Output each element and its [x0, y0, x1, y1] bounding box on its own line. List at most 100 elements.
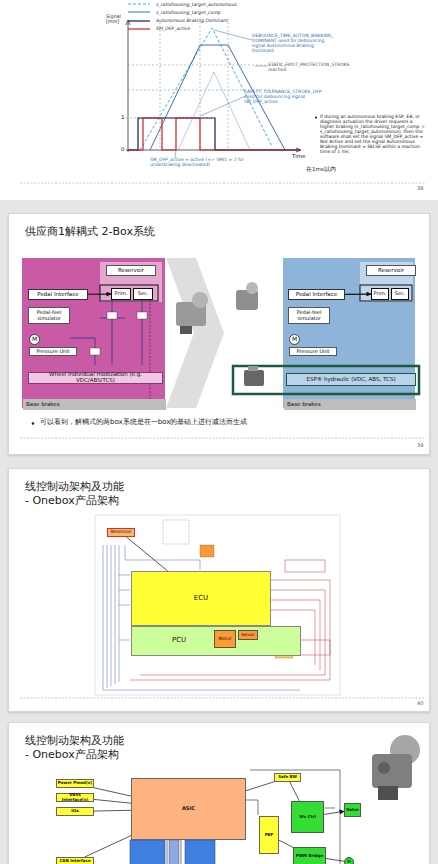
memory-block [130, 840, 165, 864]
node-text: Pedal-feel simulator [29, 310, 69, 321]
connector [324, 811, 344, 814]
device-photo [180, 326, 192, 334]
legend-sample [128, 20, 150, 21]
node-text: Pressure Unit [36, 349, 69, 354]
left-panel [22, 258, 165, 408]
slide-background [8, 213, 430, 455]
slide-title: - Onebox产品架构 [25, 494, 413, 508]
bullet-text: 可以看到，解耦式的两box系统是在一box的基础上进行减法而生成 [40, 419, 400, 427]
note-text: If during an autonomous braking ESP, EB,… [320, 114, 426, 154]
footer-rule [20, 183, 425, 698]
page-number: 39 [417, 443, 433, 449]
chamber-box: Sec. [391, 288, 409, 300]
node-text: Power Pmod(x) [58, 781, 92, 785]
base-brakes-band: Base brakes [23, 399, 166, 410]
slide-background [8, 468, 430, 712]
legend-row: SM_DFP_active [128, 26, 190, 32]
legend-row: Autonomous Braking Dominant [128, 18, 228, 24]
transition-chevron [166, 258, 224, 408]
circle-outline [345, 858, 354, 864]
interface-box: IOs [56, 807, 94, 816]
connector [326, 859, 344, 862]
motor-circle: M [344, 857, 354, 864]
connector [94, 788, 131, 796]
block-wire [181, 840, 182, 864]
slide-card: 线控制动架构及功能- Onebox产品架构Power Pmod(x)VBSS I… [8, 722, 430, 864]
annotation: STATIC_FOOT_PROTECTION_STROKE reached [268, 62, 368, 72]
leader-line [175, 150, 176, 158]
ecu-box: ECU [131, 571, 271, 626]
block-wire [167, 840, 168, 864]
page-number: 38 [417, 186, 433, 192]
node-text: Motor [218, 637, 231, 642]
legend-text: s_ratiohousing_target_comp [156, 10, 221, 15]
node-text: PBF [265, 833, 274, 837]
footer-rule [20, 698, 425, 699]
node-text: Pedal Interface [37, 292, 78, 298]
chart-axes [128, 22, 129, 152]
leader-line [200, 96, 246, 116]
node-text: Wheel individual modulation (e.g. VDC/AB… [29, 372, 162, 384]
legend-sample [128, 28, 150, 29]
interface-box: Power Pmod(x) [56, 779, 94, 788]
node-text: Base brakes [26, 402, 60, 408]
legend-sample [128, 1, 152, 7]
chamber-box: Sec. [133, 288, 153, 300]
connector [290, 782, 300, 801]
schematic-part [200, 545, 214, 557]
interface-box: VBSS Interface(x) [56, 793, 94, 802]
schematic-wire [119, 640, 130, 641]
connector [94, 799, 131, 803]
block-wire [250, 770, 340, 864]
legend-sample [128, 18, 152, 24]
connector [279, 840, 293, 847]
schematic-frame [95, 515, 340, 695]
reservoir-box: Reservoir [366, 265, 416, 276]
schematic-wire [285, 560, 325, 572]
hydraulic-line [142, 300, 143, 365]
node-text: Sec. [395, 291, 406, 296]
left-panel [22, 258, 165, 408]
node-text: Safe BW [278, 775, 297, 779]
axis-tick: 1 [121, 114, 129, 120]
schematic-wire [119, 605, 130, 606]
simulator-box: Pedal-feel simulator [288, 307, 330, 324]
device-photo [192, 292, 208, 308]
slide-title: 线控制动架构及功能 [25, 734, 413, 748]
node-text: M [292, 336, 297, 342]
node-text: Reservoir [110, 530, 131, 535]
connector [126, 537, 167, 571]
node-text: Prim. [374, 291, 387, 296]
node-text: VBSS Interface(x) [57, 793, 93, 801]
legend-sample [128, 26, 152, 32]
axis-tick: 0 [121, 146, 129, 152]
schematic-wire [111, 545, 112, 686]
schematic-wire [119, 590, 130, 591]
modulation-box: Wheel individual modulation (e.g. VDC/AB… [28, 372, 163, 384]
device-photo [176, 282, 264, 386]
node-text: ASIC [182, 806, 195, 811]
schematic-wire [103, 545, 300, 690]
footer-rule [20, 183, 425, 184]
device-photo [378, 786, 398, 800]
schematic-wire [119, 545, 120, 682]
device-photo [372, 735, 420, 800]
valve-symbol [107, 312, 117, 319]
bridge-box: PWM Bridge [293, 847, 326, 864]
right-panel [283, 258, 415, 408]
circle-outline [30, 335, 40, 345]
signal-curve [128, 118, 300, 150]
circle-outline [290, 335, 300, 345]
node-text: ESP® hydraulic (VDC, ABS, TCS) [306, 377, 395, 383]
slide-card: 线控制动架构及功能- Onebox产品架构ReservoirECUPCUMoto… [8, 468, 430, 712]
node-text: PCU [172, 637, 186, 644]
memory-block [169, 840, 179, 864]
annotation: DEBOUNCE_TIME_AUTON_BRAKING_ DOMINANT us… [252, 33, 336, 53]
device-photo [246, 282, 258, 294]
right-panel [360, 285, 412, 301]
pressure-unit-box: Pressure Unit [289, 347, 337, 356]
schematic-wire [107, 545, 108, 688]
footer-rule [20, 438, 425, 439]
